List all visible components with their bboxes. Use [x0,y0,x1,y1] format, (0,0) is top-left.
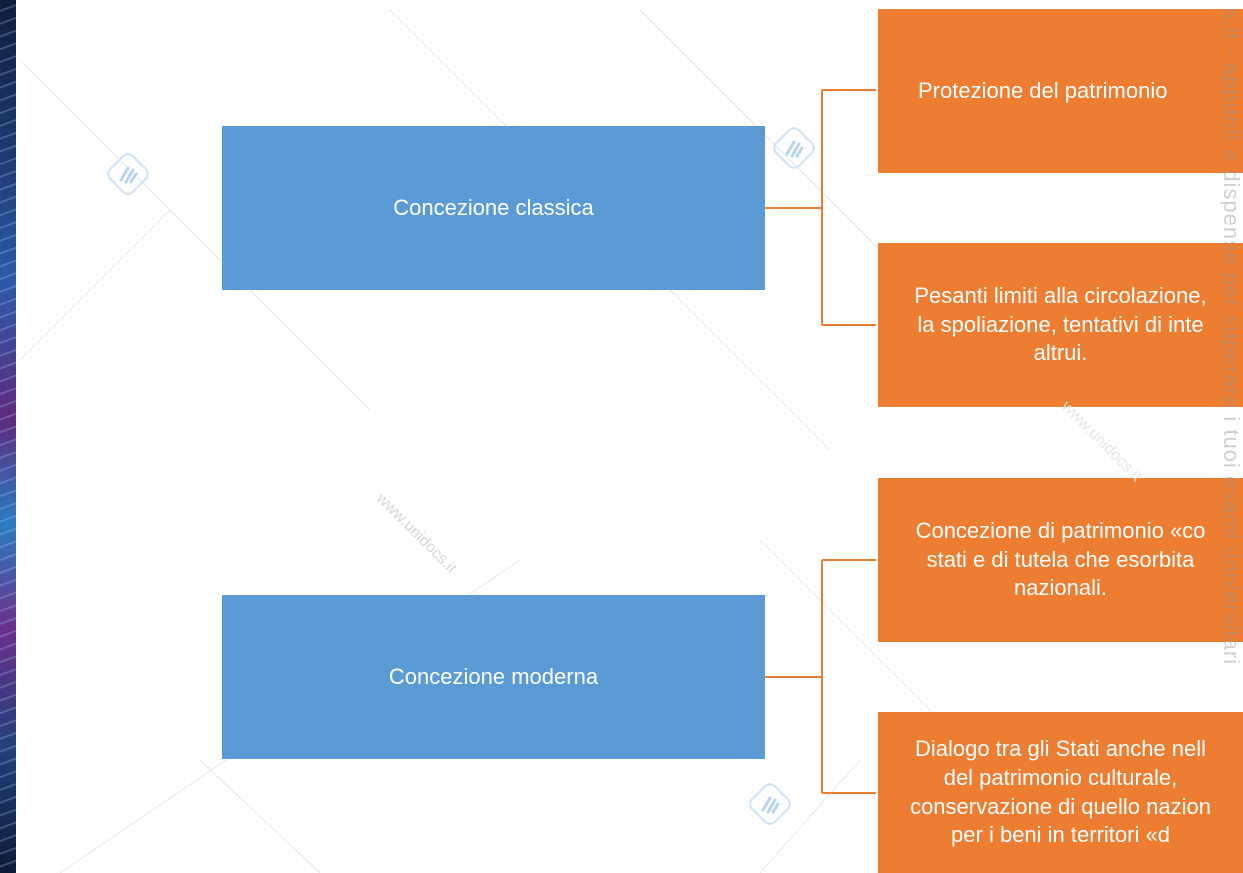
box-text: Protezione del patrimonio [918,77,1168,103]
watermark-vertical-text: s.it - appunti e dispense per superare i… [1220,8,1243,666]
box-protezione-patrimonio: Protezione del patrimonio [878,9,1243,173]
watermark-site-text: www.unidocs.it [372,490,460,577]
box-text: Pesanti limiti alla circolazione, la spo… [914,283,1207,366]
box-dialogo-stati: Dialogo tra gli Stati anche nell del pat… [878,712,1243,873]
box-concezione-classica: Concezione classica [222,126,765,290]
box-text: Dialogo tra gli Stati anche nell del pat… [910,736,1211,848]
box-concezione-moderna: Concezione moderna [222,595,765,759]
watermark-logo-icon [773,127,815,169]
background-strip [0,0,16,873]
box-limiti-circolazione: Pesanti limiti alla circolazione, la spo… [878,243,1243,407]
box-label: Concezione classica [393,194,594,220]
box-label: Concezione moderna [388,663,599,689]
box-text: Concezione di patrimonio «co stati e di … [915,518,1206,601]
watermark-site-text: www.unidocs.it [1057,398,1145,485]
connector-modern [765,559,876,794]
box-concezione-patrimonio: Concezione di patrimonio «co stati e di … [878,478,1243,642]
watermark-logo-icon [749,783,791,825]
watermark-logo-icon [107,153,149,195]
